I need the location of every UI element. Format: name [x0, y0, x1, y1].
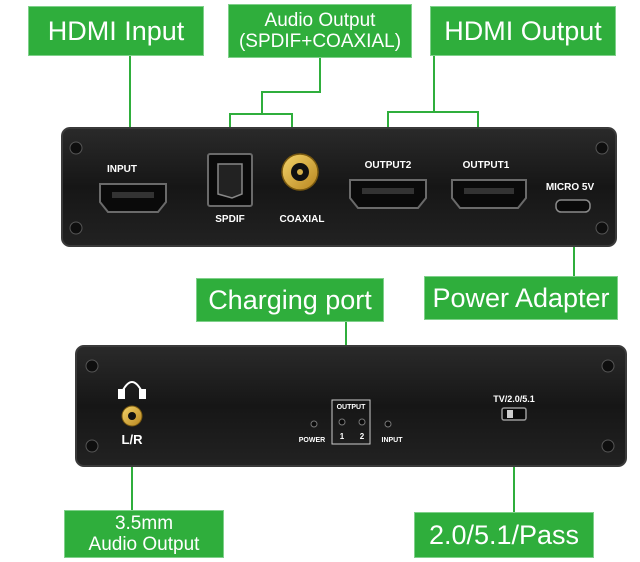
- front-output2-label: OUTPUT2: [365, 160, 412, 171]
- audio-output-callout: Audio Output (SPDIF+COAXIAL): [228, 4, 412, 58]
- mode-switch-icon: [501, 407, 527, 421]
- power-adapter-callout-label: Power Adapter: [432, 282, 610, 313]
- screw-icon: [601, 439, 615, 453]
- front-micro5v-label: MICRO 5V: [546, 182, 595, 193]
- front-panel: INPUT SPDIF COAXIAL OUTPUT2 OUTPUT1 MICR…: [61, 127, 617, 247]
- screw-icon: [595, 141, 609, 155]
- headphone-icon: [118, 381, 146, 399]
- back-input-label: INPUT: [382, 437, 404, 444]
- screw-icon: [85, 359, 99, 373]
- pass-mode-callout: 2.0/5.1/Pass: [414, 512, 594, 558]
- audio-35mm-callout-line1: 3.5mm: [114, 513, 174, 534]
- led-indicator-icon: [358, 418, 366, 426]
- screw-icon: [85, 439, 99, 453]
- screw-icon: [69, 221, 83, 235]
- back-switch-label: TV/2.0/5.1: [493, 394, 535, 404]
- back-power-label: POWER: [299, 437, 325, 444]
- front-panel-body: [61, 127, 617, 247]
- audio-output-callout-line1: Audio Output: [264, 10, 376, 31]
- audio-35mm-callout-line2: Audio Output: [88, 534, 200, 555]
- front-spdif-label: SPDIF: [215, 214, 244, 225]
- back-port1-label: 1: [340, 432, 345, 441]
- back-output-label: OUTPUT: [337, 404, 367, 411]
- back-lr-label: L/R: [122, 432, 144, 447]
- led-indicator-icon: [384, 420, 392, 428]
- micro-usb-port-icon: [555, 199, 591, 213]
- hdmi-input-callout: HDMI Input: [28, 6, 204, 56]
- front-coaxial-label: COAXIAL: [280, 214, 325, 225]
- front-output1-label: OUTPUT1: [463, 160, 510, 171]
- screw-icon: [69, 141, 83, 155]
- charging-port-callout: Charging port: [196, 278, 384, 322]
- audio-output-callout-line2: (SPDIF+COAXIAL): [238, 31, 402, 52]
- audio-35mm-callout: 3.5mm Audio Output: [64, 510, 224, 558]
- pass-mode-callout-label: 2.0/5.1/Pass: [428, 519, 580, 550]
- output-led-frame: [331, 399, 371, 445]
- back-port2-label: 2: [360, 432, 365, 441]
- back-panel: L/R POWER OUTPUT 1 2 INPUT TV/2.0/5.1: [75, 345, 627, 467]
- hdmi-input-callout-label: HDMI Input: [47, 15, 185, 46]
- power-adapter-callout: Power Adapter: [424, 276, 618, 320]
- front-input-label: INPUT: [107, 164, 137, 175]
- led-indicator-icon: [310, 420, 318, 428]
- back-panel-body: [75, 345, 627, 467]
- charging-port-callout-label: Charging port: [208, 284, 372, 315]
- screw-icon: [595, 221, 609, 235]
- screw-icon: [601, 359, 615, 373]
- hdmi-output-callout: HDMI Output: [430, 6, 616, 56]
- hdmi-output-callout-label: HDMI Output: [444, 15, 602, 46]
- led-indicator-icon: [338, 418, 346, 426]
